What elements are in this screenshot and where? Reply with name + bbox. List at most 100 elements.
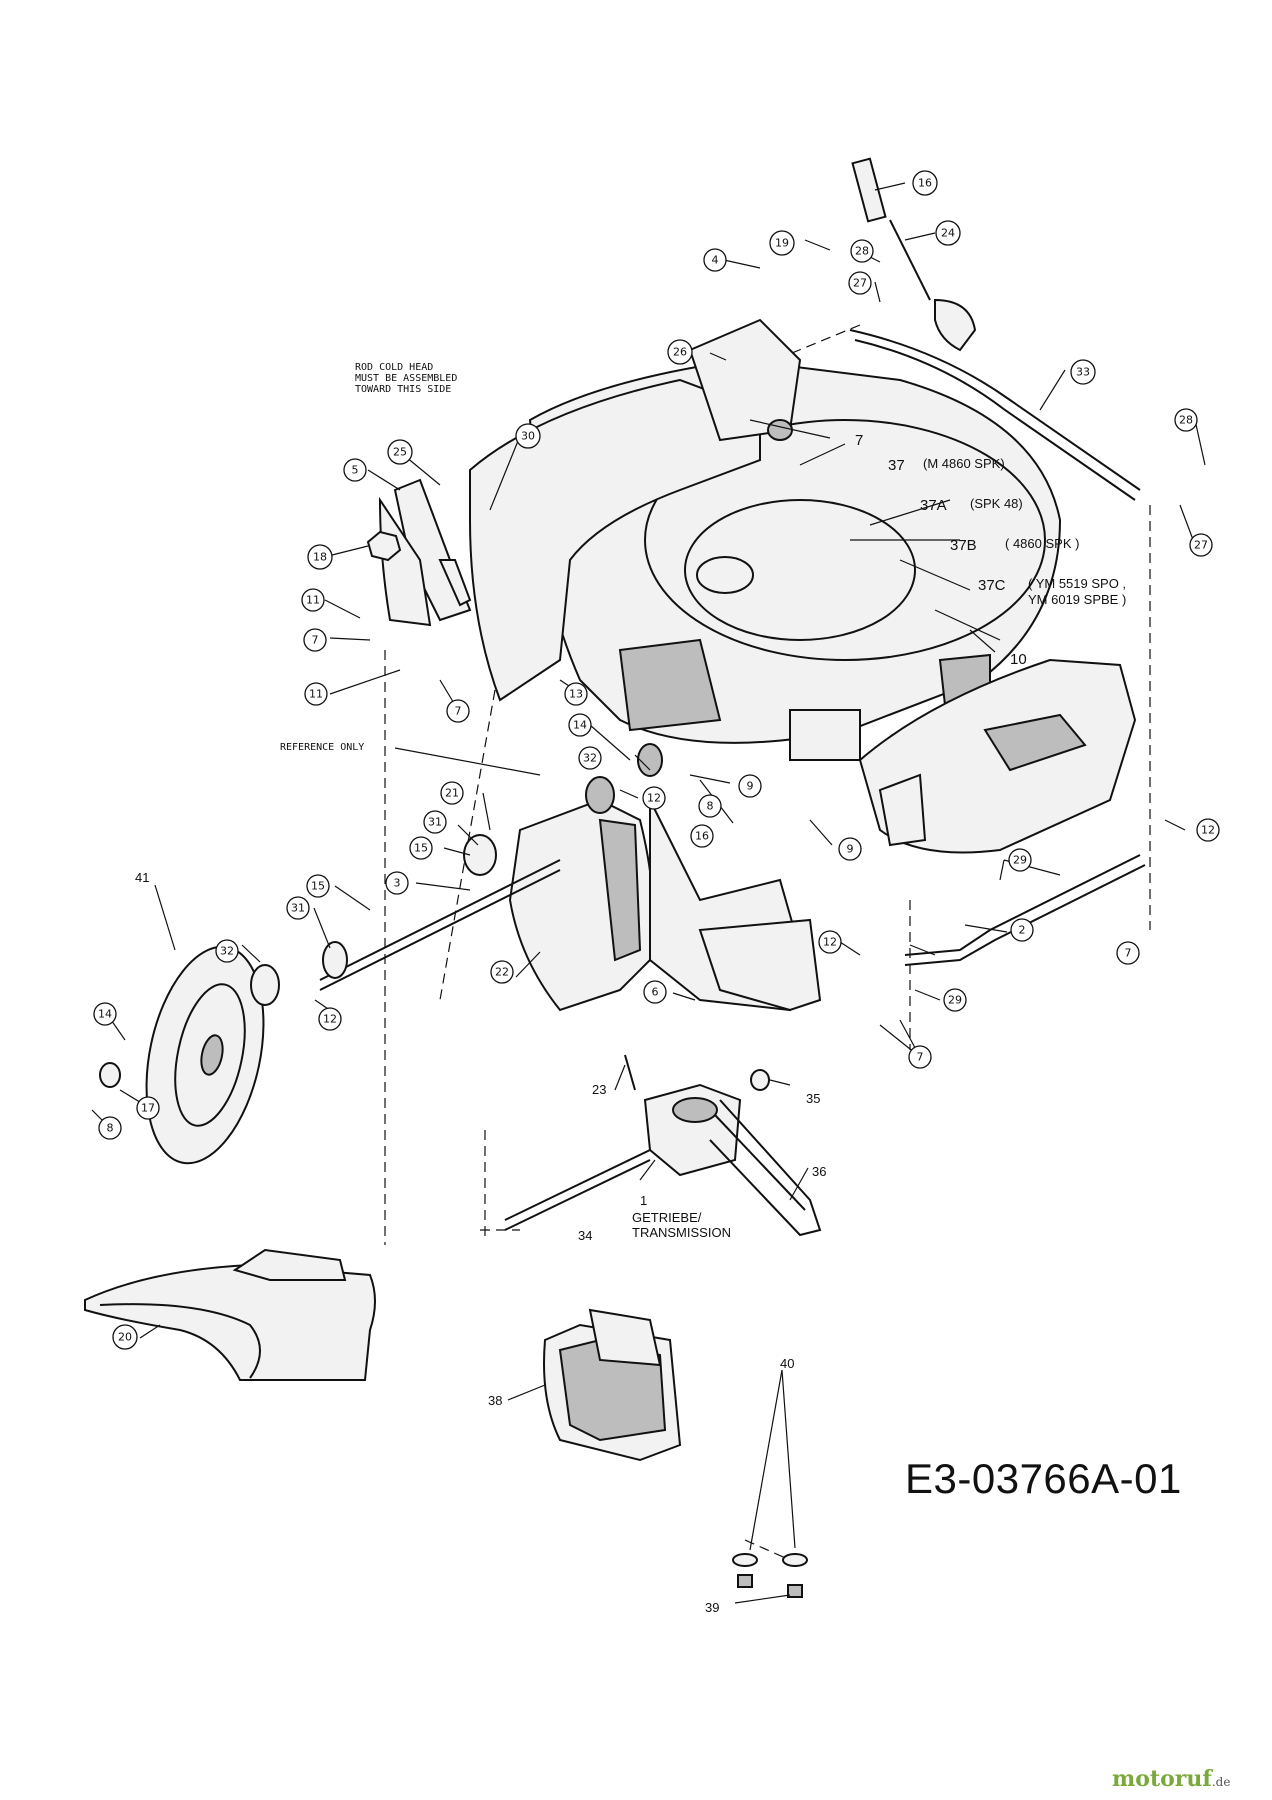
svg-text:7: 7: [1125, 947, 1132, 960]
svg-text:3: 3: [394, 877, 401, 890]
handle-assembly[interactable]: [849, 157, 1141, 501]
svg-text:TRANSMISSION: TRANSMISSION: [632, 1225, 731, 1240]
callout-28-right[interactable]: 28: [1174, 408, 1198, 432]
svg-text:( 4860 SPK ): ( 4860 SPK ): [1005, 536, 1079, 551]
svg-text:YM 6019 SPBE ): YM 6019 SPBE ): [1028, 592, 1126, 607]
axle-parts[interactable]: [99, 743, 663, 1088]
rear-flap[interactable]: [543, 1308, 682, 1462]
callout-2[interactable]: 2: [1010, 918, 1034, 942]
callout-28-top[interactable]: 28: [850, 239, 874, 263]
callout-29-right[interactable]: 29: [1008, 848, 1032, 872]
callout-7-mid[interactable]: 7: [446, 699, 470, 723]
callout-29-low[interactable]: 29: [943, 988, 967, 1012]
washers-bolts[interactable]: [732, 1553, 808, 1598]
svg-text:29: 29: [1013, 854, 1027, 867]
watermark-brand: motoruf: [1112, 1766, 1212, 1792]
callout-7-right[interactable]: 7: [1116, 941, 1140, 965]
side-chute[interactable]: [858, 658, 1137, 854]
callout-9-low[interactable]: 9: [838, 837, 862, 861]
callout-8-top[interactable]: 8: [698, 794, 722, 818]
axle-rod[interactable]: [319, 859, 561, 991]
callout-31-low[interactable]: 31: [286, 896, 310, 920]
svg-text:7: 7: [455, 705, 462, 718]
callout-38[interactable]: 38: [488, 1393, 502, 1408]
callout-14-top[interactable]: 14: [568, 713, 592, 737]
svg-text:2: 2: [1019, 924, 1026, 937]
adjust-knob[interactable]: [366, 530, 402, 562]
callout-20[interactable]: 20: [112, 1324, 138, 1350]
note-gearbox: GETRIEBE/ TRANSMISSION: [632, 1210, 731, 1240]
callout-18[interactable]: 18: [307, 544, 333, 570]
callout-33[interactable]: 33: [1070, 359, 1096, 385]
svg-text:ROD COLD HEAD: ROD COLD HEAD: [355, 362, 433, 373]
svg-text:27: 27: [1194, 539, 1208, 552]
svg-text:12: 12: [647, 792, 661, 805]
svg-text:16: 16: [695, 830, 709, 843]
svg-text:27: 27: [853, 277, 867, 290]
callout-15-top[interactable]: 15: [409, 836, 433, 860]
callout-31-top[interactable]: 31: [423, 810, 447, 834]
leader-lines: [91, 182, 1206, 1604]
callout-12-mid[interactable]: 12: [642, 786, 666, 810]
svg-text:7: 7: [312, 634, 319, 647]
svg-text:(M 4860 SPK): (M 4860 SPK): [923, 456, 1005, 471]
label-40: 40: [780, 1356, 794, 1371]
callout-9-top[interactable]: 9: [738, 774, 762, 798]
callout-6[interactable]: 6: [643, 980, 667, 1004]
callout-17[interactable]: 17: [136, 1096, 160, 1120]
callout-16-mid[interactable]: 16: [690, 824, 714, 848]
svg-text:11: 11: [306, 594, 320, 607]
callout-21[interactable]: 21: [440, 781, 464, 805]
grass-deflector[interactable]: [84, 1248, 376, 1381]
callout-32-low[interactable]: 32: [215, 939, 239, 963]
rear-chute[interactable]: [649, 799, 822, 1012]
svg-text:32: 32: [220, 945, 234, 958]
callout-7-left[interactable]: 7: [303, 628, 327, 652]
svg-text:9: 9: [747, 780, 754, 793]
callout-8-wheel[interactable]: 8: [98, 1116, 122, 1140]
rear-housing[interactable]: [469, 318, 802, 702]
callout-24[interactable]: 24: [935, 220, 961, 246]
callout-25[interactable]: 25: [387, 439, 413, 465]
svg-text:11: 11: [309, 688, 323, 701]
callout-5[interactable]: 5: [343, 458, 367, 482]
svg-text:15: 15: [311, 880, 325, 893]
callout-32-top[interactable]: 32: [578, 746, 602, 770]
svg-text:25: 25: [393, 446, 407, 459]
label-7: 7: [855, 432, 863, 449]
wheel-bracket-left[interactable]: [378, 478, 472, 627]
label-41: 41: [135, 870, 149, 885]
callout-12-axle[interactable]: 12: [818, 930, 842, 954]
svg-text:8: 8: [107, 1122, 114, 1135]
rear-guard[interactable]: [508, 798, 655, 1012]
callout-30[interactable]: 30: [515, 423, 541, 449]
svg-text:14: 14: [98, 1008, 112, 1021]
svg-text:29: 29: [948, 994, 962, 1007]
callout-15-low[interactable]: 15: [306, 874, 330, 898]
svg-text:TOWARD THIS SIDE: TOWARD THIS SIDE: [355, 384, 451, 395]
axle-rod-right[interactable]: [904, 854, 1146, 966]
callout-11-upper[interactable]: 11: [301, 588, 325, 612]
callout-12-right[interactable]: 12: [1196, 818, 1220, 842]
callout-4[interactable]: 4: [703, 248, 727, 272]
svg-text:31: 31: [291, 902, 305, 915]
transmission[interactable]: [504, 1054, 822, 1237]
callout-7-bottom[interactable]: 7: [908, 1045, 932, 1069]
variant-37a: 37A (SPK 48): [920, 496, 1023, 514]
callout-22[interactable]: 22: [490, 960, 514, 984]
callout-13[interactable]: 13: [564, 682, 588, 706]
callout-16[interactable]: 16: [912, 170, 938, 196]
callout-27-top[interactable]: 27: [848, 271, 872, 295]
callout-12-low[interactable]: 12: [318, 1007, 342, 1031]
callout-14-wheel[interactable]: 14: [93, 1002, 117, 1026]
callout-3[interactable]: 3: [385, 871, 409, 895]
callout-26[interactable]: 26: [667, 339, 693, 365]
callout-27-right[interactable]: 27: [1189, 533, 1213, 557]
svg-text:7: 7: [917, 1051, 924, 1064]
variant-37b: 37B ( 4860 SPK ): [950, 536, 1079, 554]
svg-text:32: 32: [583, 752, 597, 765]
callout-19[interactable]: 19: [769, 230, 795, 256]
callout-11-lower[interactable]: 11: [304, 682, 328, 706]
note-reference-only: REFERENCE ONLY: [280, 742, 364, 753]
label-34: 34: [578, 1228, 592, 1243]
